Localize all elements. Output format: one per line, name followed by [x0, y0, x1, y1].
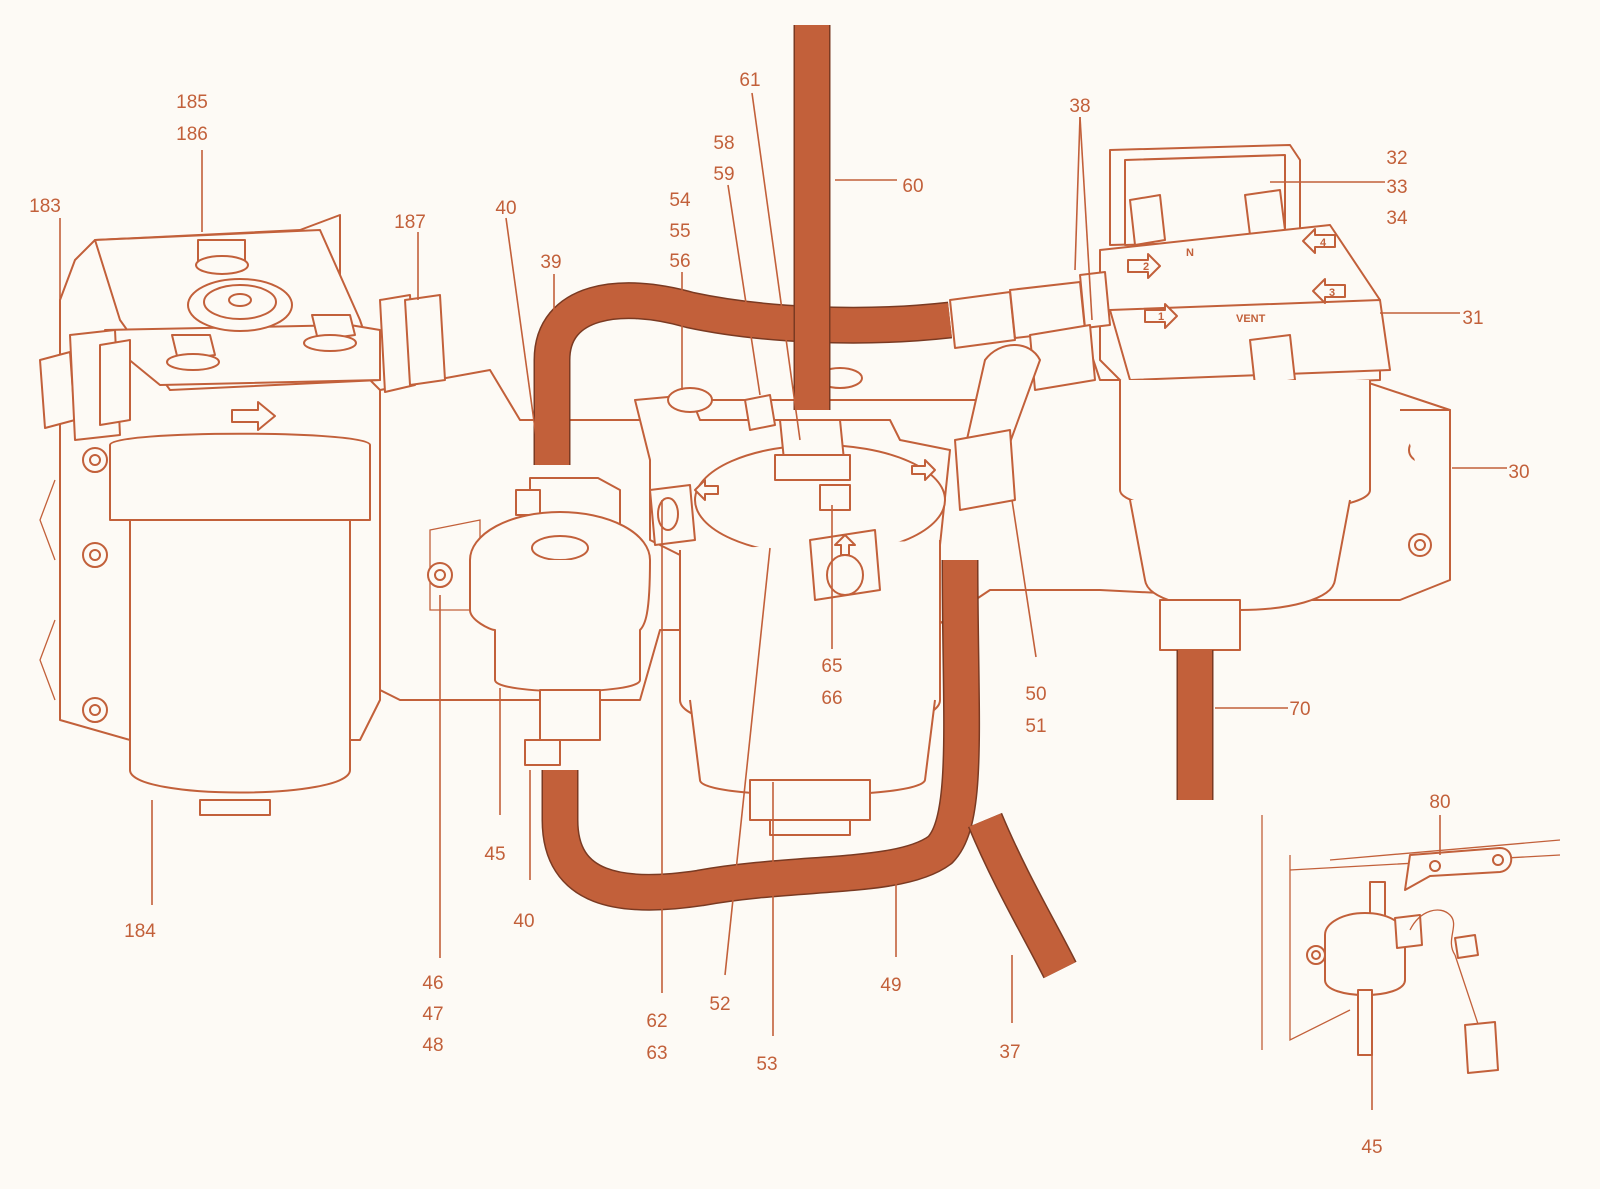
callout-65: 65: [821, 656, 842, 677]
callout-34: 34: [1386, 208, 1408, 229]
electric-fuel-pump: [427, 477, 651, 766]
callout-80: 80: [1429, 792, 1450, 813]
callout-30: 30: [1508, 462, 1529, 483]
callout-183: 183: [29, 196, 61, 217]
callout-58: 58: [713, 133, 734, 154]
callout-187: 187: [394, 212, 426, 233]
callout-48: 48: [422, 1035, 443, 1056]
callout-33: 33: [1386, 177, 1407, 198]
callout-46: 46: [422, 973, 443, 994]
callout-40-bottom: 40: [513, 911, 534, 932]
callout-51: 51: [1025, 716, 1046, 737]
callout-185: 185: [176, 92, 208, 113]
hose-39: [535, 283, 952, 465]
callout-63: 63: [646, 1043, 667, 1064]
callout-labels: 185 186 183 187 40 39 54 55 56 58 59 61 …: [29, 70, 1529, 1158]
callout-54: 54: [669, 190, 691, 211]
callout-52: 52: [709, 994, 730, 1015]
callout-184: 184: [124, 921, 156, 942]
head-label-vent: VENT: [1236, 313, 1266, 325]
callout-45-main: 45: [484, 844, 505, 865]
hose-49: [543, 559, 979, 910]
callout-60: 60: [902, 176, 923, 197]
hose-37: [969, 813, 1076, 978]
callout-39: 39: [540, 252, 561, 273]
callout-47: 47: [422, 1004, 443, 1025]
right-fuel-filter: 2 4 1 3 N VENT: [1099, 144, 1451, 651]
callout-49: 49: [880, 975, 901, 996]
callout-38: 38: [1069, 96, 1090, 117]
port-label-4: 4: [1320, 237, 1327, 249]
callout-70: 70: [1289, 699, 1310, 720]
callout-61: 61: [739, 70, 760, 91]
callout-59: 59: [713, 164, 734, 185]
callout-55: 55: [669, 221, 690, 242]
callout-56: 56: [669, 251, 690, 272]
hoses: [533, 25, 1214, 979]
port-label-3: 3: [1329, 287, 1335, 299]
callout-37: 37: [999, 1042, 1020, 1063]
callout-40-top: 40: [495, 198, 516, 219]
callout-62: 62: [646, 1011, 667, 1032]
inset-pump-detail: [1261, 815, 1561, 1074]
port-label-2: 2: [1143, 261, 1149, 273]
callout-50: 50: [1025, 684, 1046, 705]
callout-45-inset: 45: [1361, 1137, 1382, 1158]
callout-53: 53: [756, 1054, 777, 1075]
head-label-n: N: [1186, 247, 1194, 259]
port-label-1: 1: [1158, 311, 1164, 323]
left-fuel-filter: [39, 214, 446, 816]
callout-31: 31: [1462, 308, 1483, 329]
callout-186: 186: [176, 124, 208, 145]
centre-water-separator: [634, 367, 951, 836]
leader-lines: [59, 92, 1507, 1110]
callout-32: 32: [1386, 148, 1407, 169]
callout-66: 66: [821, 688, 842, 709]
